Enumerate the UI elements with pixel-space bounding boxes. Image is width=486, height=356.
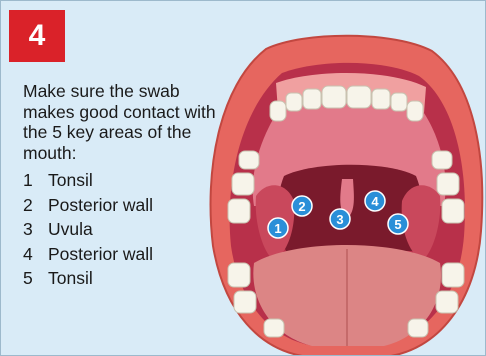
svg-text:3: 3 [336, 212, 343, 227]
list-item-number: 3 [23, 217, 48, 242]
list-item-label: Posterior wall [48, 193, 153, 218]
svg-text:2: 2 [298, 199, 305, 214]
list-item: 2 Posterior wall [23, 193, 223, 218]
svg-text:5: 5 [394, 217, 401, 232]
area-marker: 3 [330, 209, 350, 229]
list-item: 4 Posterior wall [23, 242, 223, 267]
area-marker: 4 [365, 191, 385, 211]
list-item: 1 Tonsil [23, 168, 223, 193]
list-item-number: 5 [23, 266, 48, 291]
list-item-label: Posterior wall [48, 242, 153, 267]
step-number-badge: 4 [9, 10, 65, 62]
list-item: 3 Uvula [23, 217, 223, 242]
area-marker: 2 [292, 196, 312, 216]
list-item-number: 2 [23, 193, 48, 218]
area-marker: 5 [388, 214, 408, 234]
list-item-label: Tonsil [48, 266, 93, 291]
list-item-label: Uvula [48, 217, 93, 242]
svg-text:4: 4 [371, 194, 379, 209]
list-item-label: Tonsil [48, 168, 93, 193]
svg-text:1: 1 [274, 221, 281, 236]
open-mouth-illustration: 1 2 3 4 5 [204, 1, 486, 356]
key-areas-list: 1 Tonsil 2 Posterior wall 3 Uvula 4 Post… [23, 168, 223, 291]
instruction-text: Make sure the swab makes good contact wi… [23, 81, 223, 163]
list-item: 5 Tonsil [23, 266, 223, 291]
area-marker: 1 [268, 218, 288, 238]
list-item-number: 4 [23, 242, 48, 267]
list-item-number: 1 [23, 168, 48, 193]
